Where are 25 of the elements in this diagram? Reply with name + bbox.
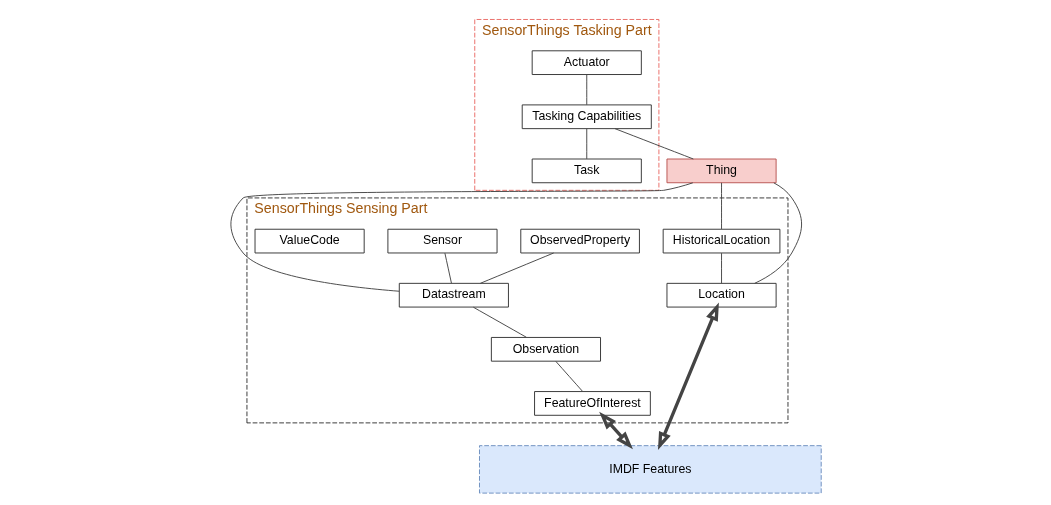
node-box: ValueCode [254,228,365,254]
connector [443,252,452,284]
arrow [657,302,719,450]
node-box: Tasking Capabilities [521,104,652,130]
connector [585,128,587,160]
connector [753,182,802,284]
node-box: HistoricalLocation [662,228,780,254]
node-box: Observation [490,336,601,362]
node-box: Location [666,282,777,308]
arrow [598,411,633,450]
node-box: Task [531,158,642,184]
connector [479,252,554,284]
connector [614,128,694,160]
connector [554,360,583,392]
node-box: FeatureOfInterest [533,391,651,416]
node-box: Actuator [531,50,642,75]
node-box: IMDF Features [478,445,822,494]
node-box: Sensor [386,228,498,254]
node-box: Datastream [398,282,509,308]
connector [720,182,722,230]
node-box: Thing [666,158,777,184]
connector [585,74,587,106]
connector [720,252,722,284]
connector [472,306,527,338]
node-box: ObservedProperty [519,228,640,254]
